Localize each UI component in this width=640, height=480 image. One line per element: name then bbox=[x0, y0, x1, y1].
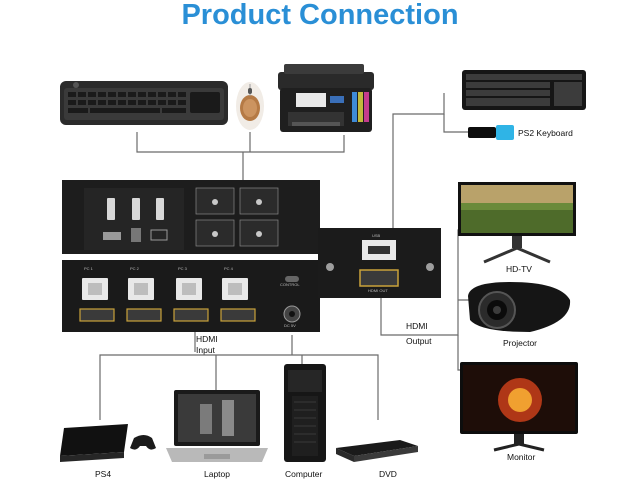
ps2-keyboard-device bbox=[462, 70, 586, 140]
connection-wires bbox=[99, 93, 514, 420]
dvd-device bbox=[336, 440, 418, 462]
wire-peripherals bbox=[136, 132, 345, 153]
label-projector: Projector bbox=[503, 338, 538, 348]
page-title: Product Connection bbox=[181, 0, 459, 31]
hdtv-device bbox=[458, 182, 576, 264]
label-hdmi-input-1: HDMI bbox=[196, 334, 218, 344]
label-dvd: DVD bbox=[379, 469, 397, 479]
hdmi-output-module bbox=[318, 228, 441, 298]
label-hdmi-output-1: HDMI bbox=[406, 321, 428, 331]
label-ps4: PS4 bbox=[95, 469, 112, 479]
mouse-device bbox=[236, 82, 264, 130]
label-laptop: Laptop bbox=[204, 469, 230, 479]
projector-device bbox=[468, 282, 571, 332]
label-ps2-keyboard: PS2 Keyboard bbox=[518, 128, 573, 138]
port-label-pc4: PC 4 bbox=[224, 266, 233, 271]
wire-ps2 bbox=[392, 93, 445, 228]
port-label-pc3: PC 3 bbox=[178, 266, 187, 271]
label-computer: Computer bbox=[285, 469, 323, 479]
label-hdtv: HD-TV bbox=[506, 264, 532, 274]
monitor-device bbox=[460, 362, 578, 452]
label-hdmi-input-2: Input bbox=[196, 345, 215, 355]
ps2-connector bbox=[496, 125, 514, 140]
laptop-device bbox=[166, 390, 268, 462]
kvm-front-panel bbox=[62, 180, 320, 254]
printer-device bbox=[278, 64, 374, 132]
hdmi-out-port-label: HDMI OUT bbox=[368, 288, 388, 293]
label-monitor: Monitor bbox=[507, 452, 536, 462]
dc-port-label: DC 5V bbox=[284, 323, 296, 328]
usb-port-label: USB bbox=[372, 233, 381, 238]
ps4-device bbox=[60, 424, 156, 462]
keyboard-device bbox=[60, 81, 228, 125]
control-port-label: CONTROL bbox=[280, 282, 300, 287]
port-label-pc1: PC 1 bbox=[84, 266, 93, 271]
label-hdmi-output-2: Output bbox=[406, 336, 432, 346]
port-label-pc2: PC 2 bbox=[130, 266, 139, 271]
computer-device bbox=[284, 364, 326, 462]
kvm-rear-panel bbox=[62, 260, 320, 332]
